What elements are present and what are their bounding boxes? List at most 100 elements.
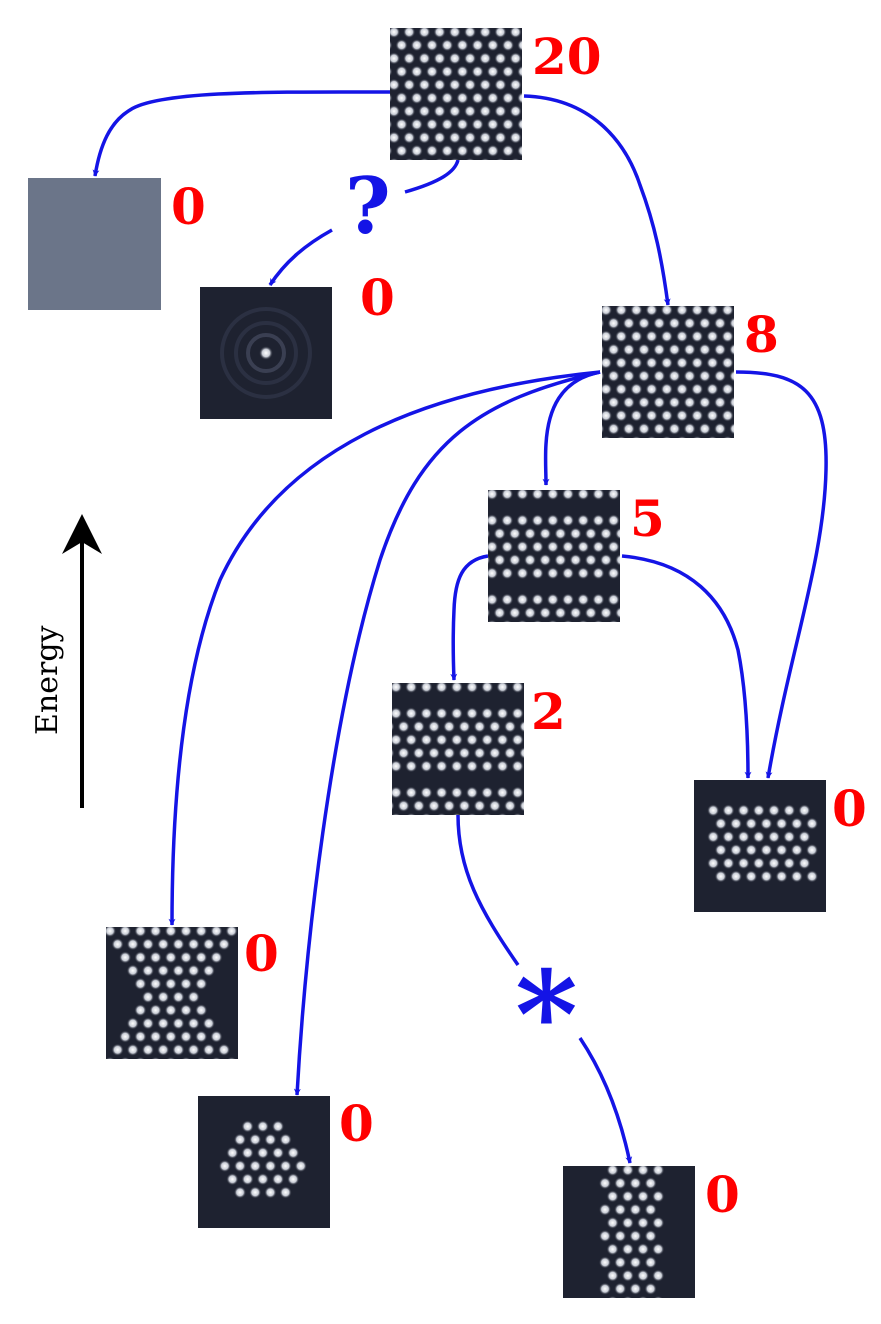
lattice-spot: [164, 1004, 177, 1017]
lattice-spot: [607, 317, 620, 330]
lattice-spot: [157, 938, 170, 951]
lattice-spot: [602, 397, 605, 408]
lattice-spot: [179, 927, 193, 938]
lattice-spot: [420, 786, 433, 799]
lattice-spot: [691, 409, 704, 422]
lattice-spot: [721, 306, 734, 317]
lattice-spot: [434, 157, 445, 160]
lattice-spot: [729, 317, 734, 330]
lattice-spot: [187, 990, 200, 1004]
lattice-spot: [516, 514, 529, 527]
lattice-spot: [622, 422, 635, 435]
lattice-spot: [126, 1043, 139, 1056]
lattice-spot: [602, 435, 611, 438]
lattice-spot: [202, 964, 215, 977]
lattice-spot: [501, 514, 514, 527]
lattice-spot: [149, 1030, 162, 1043]
node-8-tile: [602, 306, 734, 438]
lattice-spot: [775, 843, 788, 857]
lattice-spot: [607, 593, 620, 606]
lattice-spot: [636, 1166, 650, 1177]
lattice-spot: [427, 799, 441, 812]
lattice-spot: [691, 330, 704, 343]
lattice-spot: [481, 760, 494, 773]
lattice-spot: [554, 527, 567, 540]
lattice-spot: [602, 409, 613, 422]
lattice-spot: [668, 396, 681, 409]
lattice-spot: [488, 799, 501, 812]
lattice-spot: [479, 105, 492, 118]
lattice-spot: [187, 938, 200, 951]
lattice-spot: [607, 369, 620, 383]
lattice-spot: [157, 964, 170, 977]
lattice-spot: [698, 369, 711, 383]
lattice-spot: [210, 927, 223, 938]
lattice-spot: [554, 553, 567, 567]
lattice-spot: [607, 514, 620, 527]
lattice-spot: [637, 343, 651, 356]
lattice-spot: [488, 490, 499, 501]
lattice-spot: [584, 553, 597, 567]
lattice-spot: [668, 422, 681, 435]
lattice-spot: [729, 817, 743, 830]
lattice-spot: [210, 1030, 223, 1043]
lattice-spot: [602, 344, 605, 355]
lattice-spot: [675, 383, 689, 396]
lattice-spot: [397, 799, 410, 812]
lattice-spot: [592, 593, 605, 606]
edges: [92, 90, 828, 1164]
lattice-spot: [395, 118, 408, 131]
lattice-spot: [187, 1043, 200, 1056]
lattice-spot: [629, 1203, 642, 1216]
lattice-spot: [493, 553, 506, 567]
lattice-spot: [790, 817, 803, 830]
lattice-spot: [615, 330, 628, 343]
edge-2-to-asterisk: [456, 814, 520, 966]
node-2-value: 2: [531, 682, 566, 741]
lattice-spot: [729, 422, 734, 435]
lattice-spot: [496, 733, 509, 746]
lattice-spot: [458, 799, 471, 812]
node-20-value: 20: [532, 27, 602, 86]
node-spot-value: 0: [360, 268, 395, 327]
lattice-spot: [621, 1166, 634, 1177]
lattice-spot: [675, 306, 689, 317]
lattice-spot: [713, 343, 727, 356]
lattice-spot: [390, 52, 401, 65]
lattice-spot: [509, 52, 522, 65]
lattice-spot: [271, 1120, 285, 1133]
lattice-spot: [615, 409, 628, 422]
lattice-spot: [405, 786, 418, 799]
lattice-spot: [592, 567, 605, 580]
lattice-spot: [450, 707, 463, 720]
lattice-spot: [486, 118, 499, 131]
lattice-spot: [179, 951, 193, 964]
lattice-spot: [698, 317, 711, 330]
lattice-spot: [172, 1043, 185, 1056]
lattice-spot: [652, 1216, 665, 1229]
lattice-spot: [157, 990, 170, 1004]
lattice-spot: [264, 1133, 277, 1146]
lattice-spot: [418, 105, 431, 118]
lattice-spot: [616, 435, 626, 438]
lattice-spot: [450, 760, 463, 773]
lattice-spot: [523, 553, 537, 567]
lattice-spot: [501, 144, 515, 157]
lattice-spot: [722, 804, 735, 817]
lattice-spot: [488, 619, 497, 622]
lattice-spot: [713, 422, 727, 435]
lattice-spot: [630, 383, 643, 396]
lattice-spot: [615, 383, 628, 396]
lattice-spot: [157, 1043, 170, 1056]
lattice-spot: [599, 606, 613, 619]
lattice-spot: [546, 514, 559, 527]
lattice-spot: [135, 1056, 146, 1059]
lattice-spot: [652, 1190, 665, 1203]
lattice-spot: [645, 306, 658, 317]
lattice-spot: [119, 1030, 132, 1043]
lattice-spot: [607, 422, 620, 435]
lattice-spot: [392, 683, 403, 694]
lattice-spot: [606, 1190, 619, 1203]
lattice-spot: [606, 1216, 619, 1229]
lattice-spot: [479, 52, 492, 65]
